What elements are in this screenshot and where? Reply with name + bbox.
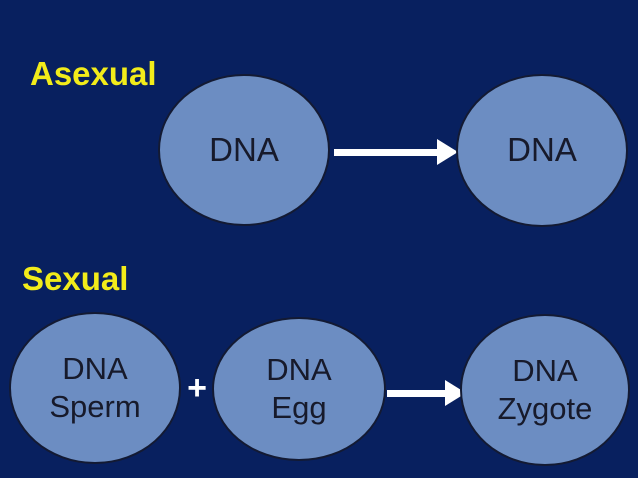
sperm-dna-circle: DNA Sperm: [9, 312, 181, 464]
sexual-section-label: Sexual: [22, 260, 129, 297]
arrow-head-icon: [437, 139, 458, 165]
fertilization-arrow: [387, 380, 466, 406]
plus-operator: +: [187, 369, 207, 407]
asexual-offspring-dna-circle: DNA: [456, 74, 628, 227]
asexual-parent-dna-circle: DNA: [158, 74, 330, 226]
arrow-stem: [387, 389, 445, 397]
asexual-replication-arrow: [334, 139, 458, 165]
arrow-stem: [334, 148, 437, 156]
asexual-parent-dna-text: DNA: [209, 130, 279, 168]
egg-dna-circle: DNA Egg: [212, 317, 386, 461]
egg-dna-line1: DNA: [266, 352, 332, 388]
zygote-dna-circle: DNA Zygote: [460, 314, 630, 466]
asexual-section-label: Asexual: [30, 55, 157, 92]
egg-dna-line2: Egg: [271, 390, 327, 425]
sperm-dna-line1: DNA: [62, 351, 128, 387]
asexual-offspring-dna-text: DNA: [507, 131, 577, 169]
sperm-dna-line2: Sperm: [49, 389, 141, 424]
zygote-dna-line2: Zygote: [497, 391, 593, 426]
zygote-dna-line1: DNA: [512, 353, 578, 389]
